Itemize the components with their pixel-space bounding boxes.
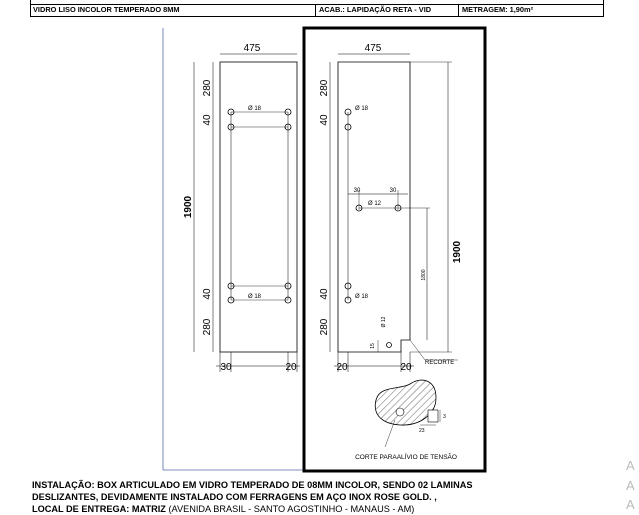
side-watermark: A — [626, 458, 635, 473]
right-hole-small-label: Ø 12 — [381, 316, 387, 327]
detail-notch — [427, 409, 439, 423]
right-hole — [344, 123, 352, 131]
right-dim-gap-top: 40 — [319, 114, 330, 126]
header-separator — [315, 4, 316, 16]
left-dim-gap-top: 40 — [202, 114, 213, 126]
left-panel-labels: 475 1900 280 40 40 280 30 20 Ø 18 Ø 18 — [183, 43, 297, 373]
stress-relief-detail: 23 3 CORTE PARAALÍVIO DE TENSÃO — [355, 379, 457, 461]
header-area: METRAGEM: 1,90m² — [462, 5, 534, 14]
left-hole-top-label: Ø 18 — [248, 106, 262, 112]
installation-notes: INSTALAÇÃO: BOX ARTICULADO EM VIDRO TEMP… — [32, 479, 632, 515]
header-separator — [458, 4, 459, 16]
hatched-section — [374, 379, 437, 426]
right-edge-right: 20 — [400, 362, 412, 373]
spec-header-table: VIDRO LISO INCOLOR TEMPERADO 8MM ACAB.: … — [30, 0, 604, 17]
left-hole-bottom-label: Ø 18 — [248, 294, 262, 300]
right-dim-top: 280 — [319, 79, 330, 96]
right-dim-bottom: 280 — [319, 318, 330, 335]
cutout-label: RECORTE — [425, 360, 454, 366]
delivery-address: (AVENIDA BRASIL - SANTO AGOSTINHO - MANA… — [165, 504, 415, 514]
left-glass-panel — [193, 53, 300, 372]
left-edge-right: 20 — [285, 362, 297, 373]
left-dim-bottom: 280 — [202, 318, 213, 335]
right-panel-outline — [337, 61, 411, 353]
right-hole — [344, 282, 352, 290]
selection-frame — [302, 26, 487, 473]
right-panel-labels: 475 1900 280 40 40 280 30 30 Ø 12 1800 Ø… — [319, 43, 463, 373]
detail-dim-3: 3 — [443, 414, 446, 420]
left-height-label: 1900 — [183, 195, 194, 218]
right-edge-left: 20 — [336, 362, 348, 373]
right-height-label: 1900 — [452, 240, 463, 263]
detail-caption: CORTE PARAALÍVIO DE TENSÃO — [355, 452, 457, 461]
left-edge-left: 30 — [220, 362, 232, 373]
side-watermark: A — [626, 497, 635, 512]
right-width-label: 475 — [365, 43, 382, 54]
header-divider — [31, 4, 603, 5]
delivery-label: LOCAL DE ENTREGA: MATRIZ — [32, 504, 166, 514]
right-glass-panel — [329, 53, 458, 372]
right-dim-30a: 30 — [354, 188, 361, 194]
header-finish: ACAB.: LAPIDAÇÃO RETA - VID — [319, 5, 432, 14]
header-material: VIDRO LISO INCOLOR TEMPERADO 8MM — [33, 5, 180, 14]
right-dim-30b: 30 — [390, 188, 397, 194]
right-hole-mid-label: Ø 12 — [368, 201, 382, 207]
delivery-line: LOCAL DE ENTREGA: MATRIZ (AVENIDA BRASIL… — [32, 503, 632, 515]
right-hole-bottom-label: Ø 18 — [355, 294, 369, 300]
side-watermark: A — [626, 478, 635, 493]
right-hole-small — [386, 342, 392, 348]
right-dim-15: 15 — [370, 343, 376, 349]
left-dim-gap-bottom: 40 — [202, 288, 213, 300]
left-width-label: 475 — [244, 43, 261, 54]
detail-dim-23: 23 — [419, 428, 425, 434]
right-dim-1800: 1800 — [421, 269, 427, 280]
right-hole — [344, 108, 352, 116]
right-dim-gap-bottom: 40 — [319, 288, 330, 300]
right-hole-top-label: Ø 18 — [355, 106, 369, 112]
detail-leader — [384, 419, 396, 448]
installation-line-2: DESLIZANTES, DEVIDAMENTE INSTALADO COM F… — [32, 492, 437, 502]
left-panel-outline — [219, 61, 298, 353]
left-dim-top: 280 — [202, 79, 213, 96]
detail-hole — [395, 407, 405, 417]
installation-line-1: INSTALAÇÃO: BOX ARTICULADO EM VIDRO TEMP… — [32, 480, 473, 490]
right-hole — [344, 296, 352, 304]
